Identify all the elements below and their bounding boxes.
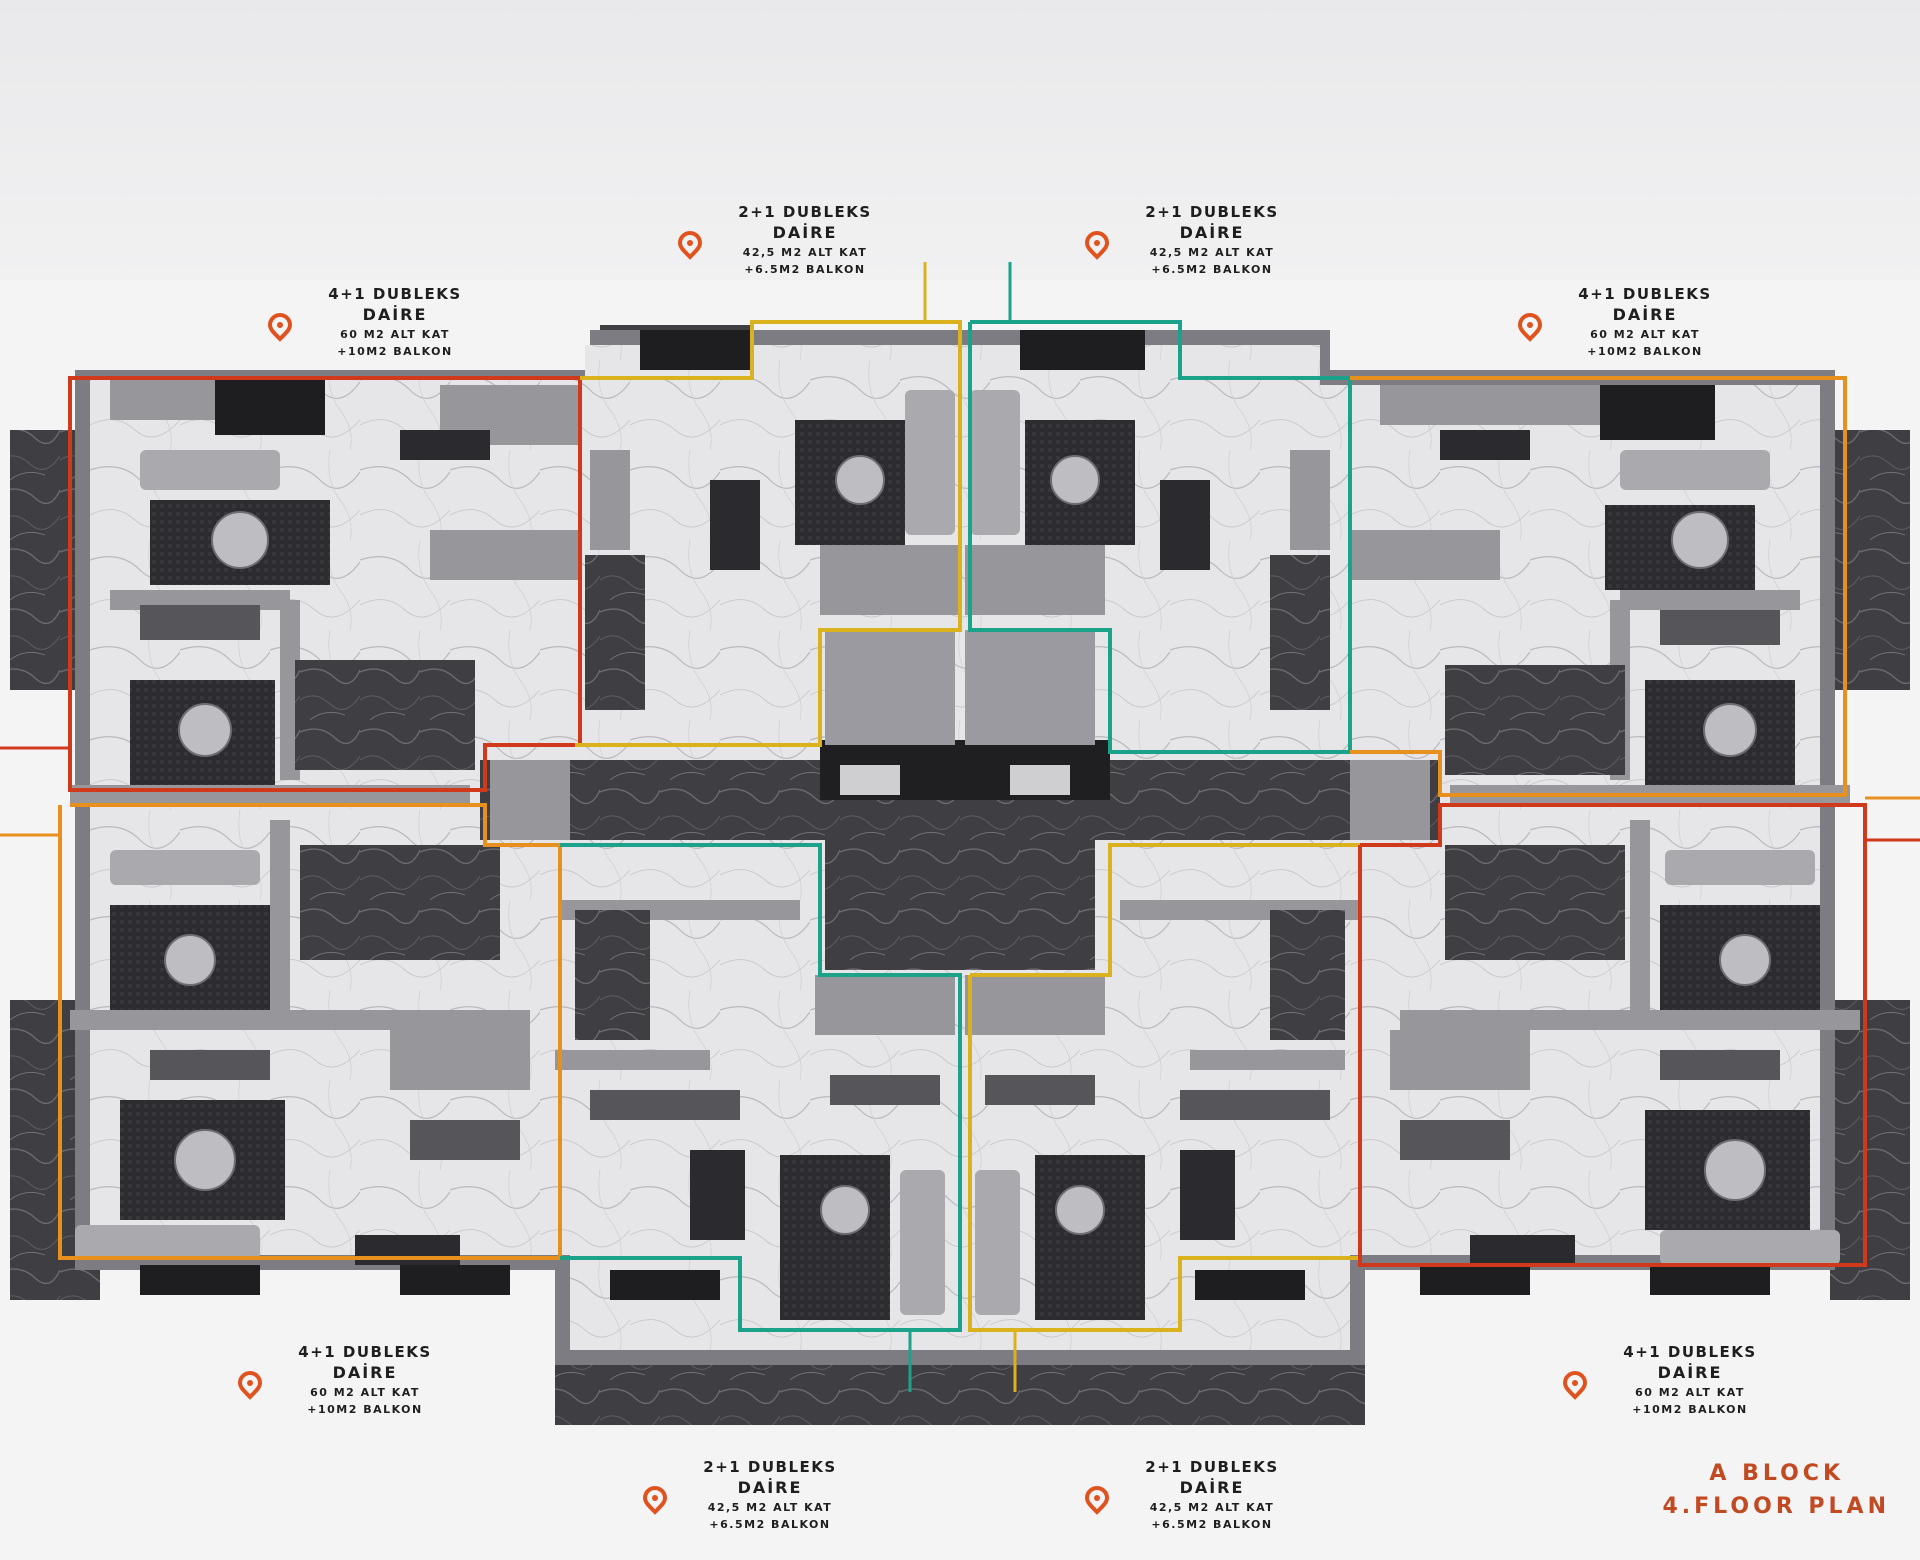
- floor-plan-title: 4.FLOOR PLAN: [1662, 1494, 1890, 1519]
- unit-area: 60 M2 ALT KAT: [1635, 1386, 1745, 1399]
- unit-label-bottom-right: 4+1 DUBLEKS DAİRE 60 M2 ALT KAT +10M2 BA…: [1560, 1342, 1860, 1422]
- unit-label-top-right: 4+1 DUBLEKS DAİRE 60 M2 ALT KAT +10M2 BA…: [1515, 284, 1815, 364]
- unit-balcony: +6.5M2 BALKON: [1151, 1518, 1273, 1531]
- unit-kind: DAİRE: [1179, 1478, 1245, 1497]
- unit-type: 4+1 DUBLEKS: [298, 1343, 432, 1361]
- unit-balcony: +10M2 BALKON: [337, 345, 453, 358]
- unit-area: 60 M2 ALT KAT: [310, 1386, 420, 1399]
- unit-balcony: +10M2 BALKON: [307, 1403, 423, 1416]
- unit-label-bottom-center-right: 2+1 DUBLEKS DAİRE 42,5 M2 ALT KAT +6.5M2…: [1082, 1457, 1382, 1537]
- background-backdrop: [0, 0, 1920, 280]
- unit-balcony: +10M2 BALKON: [1587, 345, 1703, 358]
- location-pin-icon: [1084, 230, 1110, 260]
- unit-label-bottom-center-left: 2+1 DUBLEKS DAİRE 42,5 M2 ALT KAT +6.5M2…: [640, 1457, 940, 1537]
- unit-area: 60 M2 ALT KAT: [340, 328, 450, 341]
- unit-kind: DAİRE: [737, 1478, 803, 1497]
- unit-label-top-left: 4+1 DUBLEKS DAİRE 60 M2 ALT KAT +10M2 BA…: [265, 284, 565, 364]
- unit-kind: DAİRE: [1657, 1363, 1723, 1382]
- unit-balcony: +10M2 BALKON: [1632, 1403, 1748, 1416]
- unit-type: 4+1 DUBLEKS: [328, 285, 462, 303]
- block-title: A BLOCK 4.FLOOR PLAN: [1662, 1458, 1890, 1524]
- location-pin-icon: [1084, 1485, 1110, 1515]
- unit-area: 42,5 M2 ALT KAT: [1149, 1501, 1275, 1514]
- unit-type: 2+1 DUBLEKS: [703, 1458, 837, 1476]
- unit-type: 2+1 DUBLEKS: [1145, 1458, 1279, 1476]
- unit-label-bottom-left: 4+1 DUBLEKS DAİRE 60 M2 ALT KAT +10M2 BA…: [235, 1342, 535, 1422]
- unit-label-top-center-right: 2+1 DUBLEKS DAİRE 42,5 M2 ALT KAT +6.5M2…: [1082, 202, 1382, 282]
- unit-kind: DAİRE: [332, 1363, 398, 1382]
- unit-label-top-center-left: 2+1 DUBLEKS DAİRE 42,5 M2 ALT KAT +6.5M2…: [675, 202, 975, 282]
- unit-type: 4+1 DUBLEKS: [1623, 1343, 1757, 1361]
- unit-kind: DAİRE: [362, 305, 428, 324]
- unit-type: 4+1 DUBLEKS: [1578, 285, 1712, 303]
- location-pin-icon: [642, 1485, 668, 1515]
- unit-kind: DAİRE: [1179, 223, 1245, 242]
- location-pin-icon: [677, 230, 703, 260]
- location-pin-icon: [267, 312, 293, 342]
- unit-balcony: +6.5M2 BALKON: [1151, 263, 1273, 276]
- location-pin-icon: [237, 1370, 263, 1400]
- unit-balcony: +6.5M2 BALKON: [709, 1518, 831, 1531]
- location-pin-icon: [1562, 1370, 1588, 1400]
- unit-kind: DAİRE: [1612, 305, 1678, 324]
- unit-balcony: +6.5M2 BALKON: [744, 263, 866, 276]
- unit-area: 42,5 M2 ALT KAT: [707, 1501, 833, 1514]
- location-pin-icon: [1517, 312, 1543, 342]
- unit-type: 2+1 DUBLEKS: [738, 203, 872, 221]
- unit-area: 42,5 M2 ALT KAT: [1149, 246, 1275, 259]
- block-name: A BLOCK: [1709, 1461, 1844, 1486]
- unit-area: 60 M2 ALT KAT: [1590, 328, 1700, 341]
- unit-area: 42,5 M2 ALT KAT: [742, 246, 868, 259]
- unit-kind: DAİRE: [772, 223, 838, 242]
- unit-type: 2+1 DUBLEKS: [1145, 203, 1279, 221]
